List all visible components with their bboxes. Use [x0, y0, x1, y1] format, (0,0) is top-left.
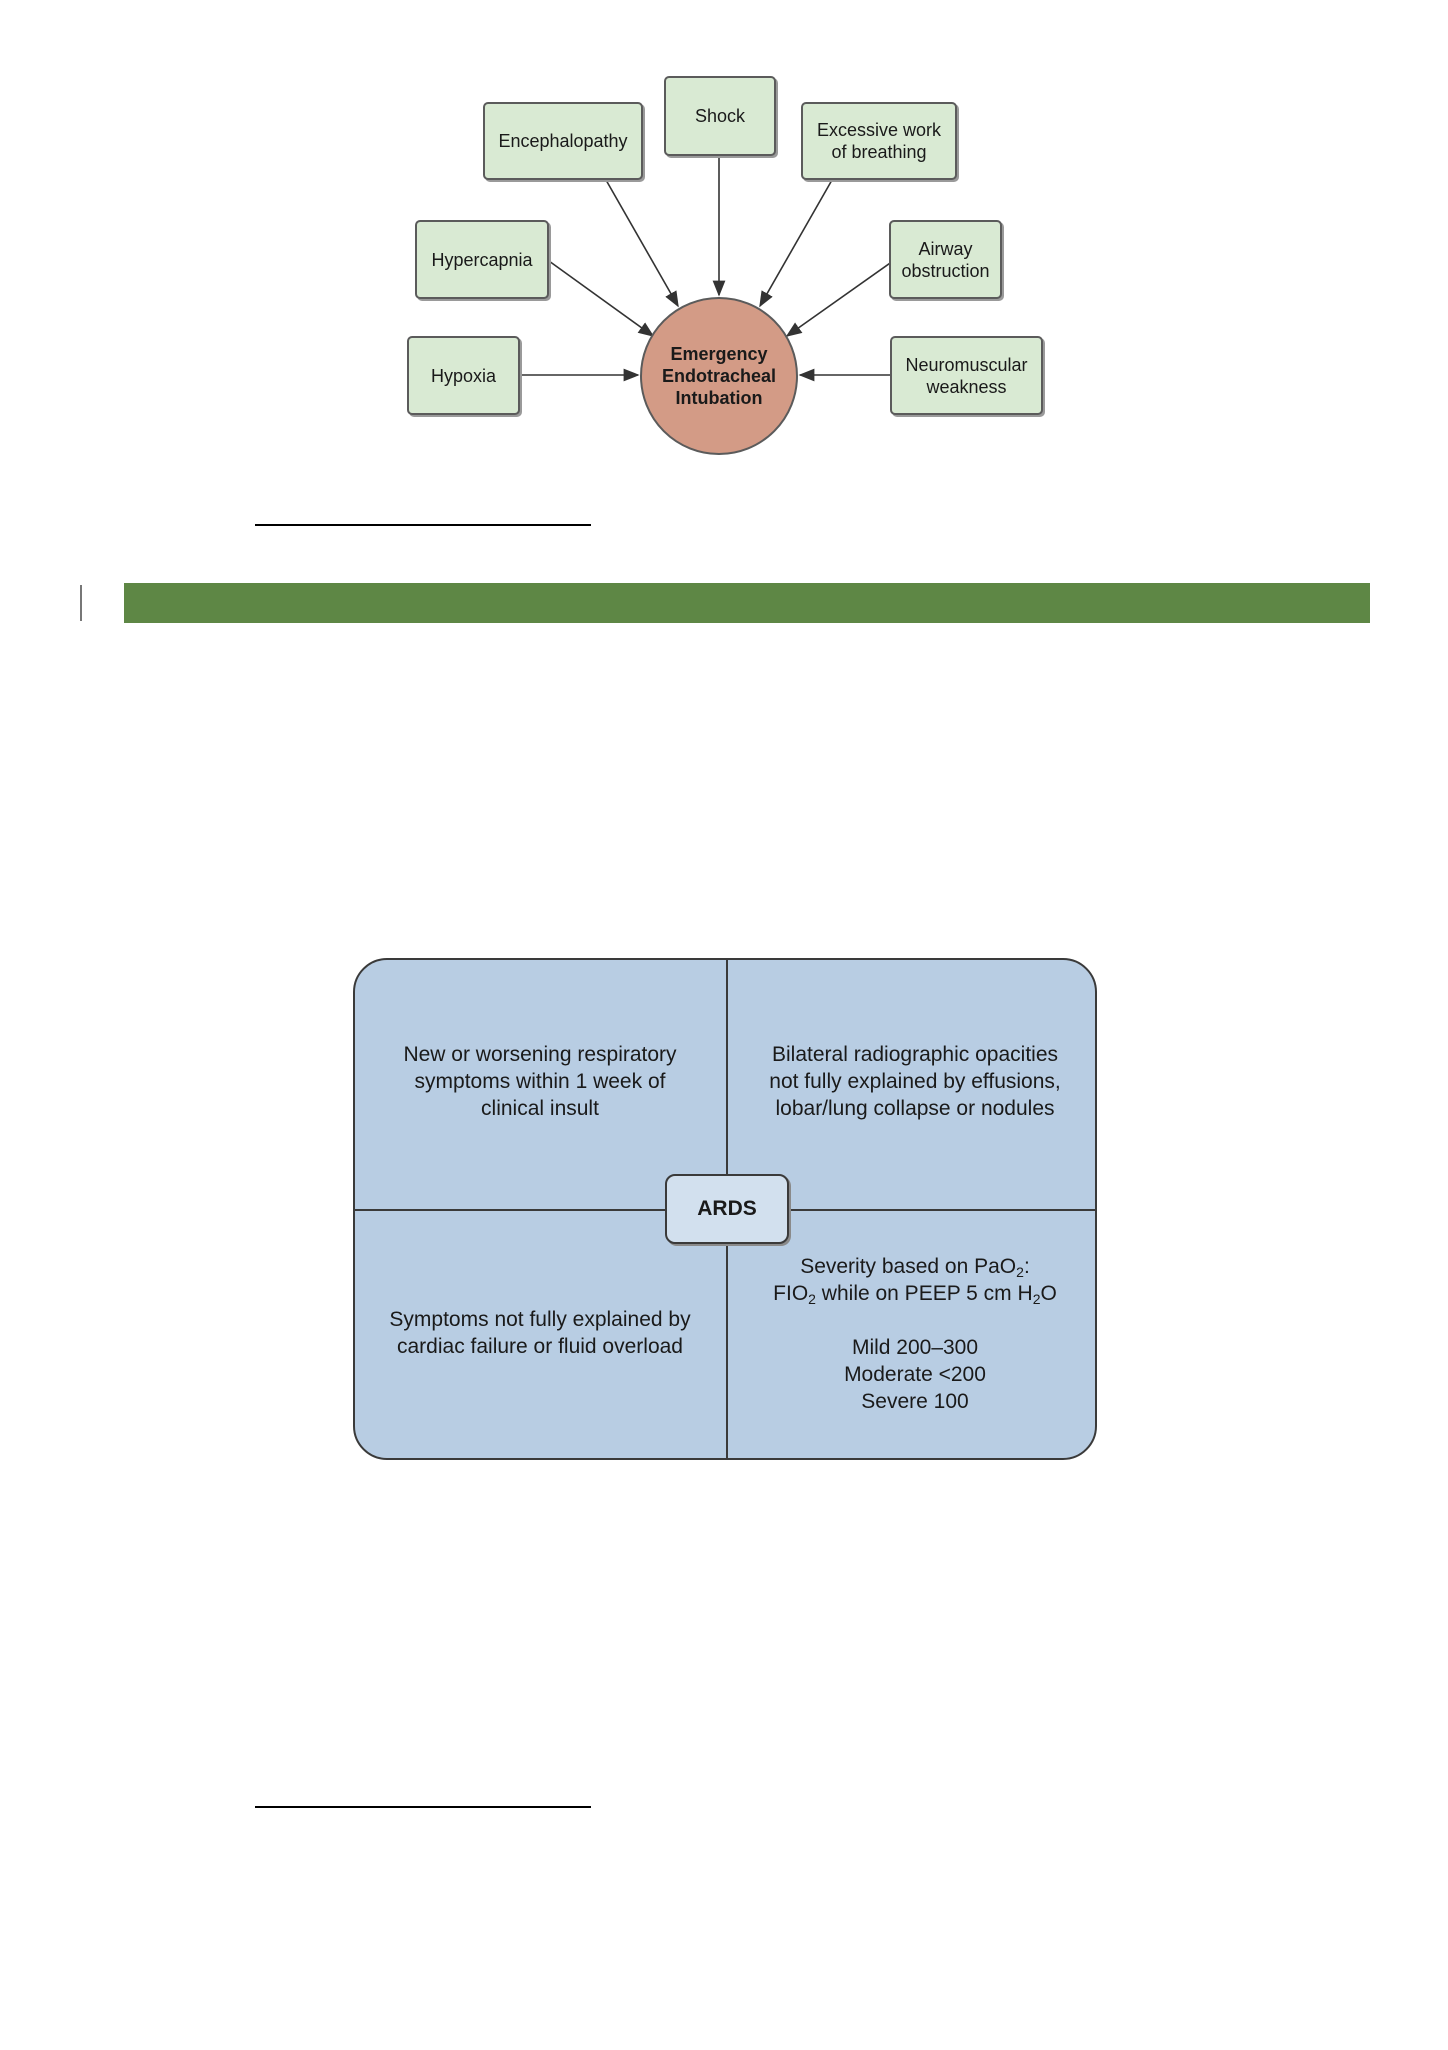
ards-center-text: ARDS: [697, 1197, 757, 1220]
severity-mild: Mild 200–300: [851, 1336, 979, 1359]
timing-line2: symptoms within 1 week of: [414, 1070, 666, 1093]
ards-quadrant-imaging: Bilateral radiographic opacities not ful…: [745, 1041, 1085, 1122]
node-shock-label: Shock: [694, 106, 746, 126]
ards-diagram: New or worsening respiratory symptoms wi…: [353, 958, 1097, 1460]
hub-emergency-intubation: Emergency Endotracheal Intubation: [640, 297, 798, 455]
margin-marker: [80, 585, 82, 621]
ards-quadrant-timing: New or worsening respiratory symptoms wi…: [375, 1041, 705, 1122]
severity-line2: FIO2 while on PEEP 5 cm H2O: [773, 1282, 1057, 1307]
airway-line2: obstruction: [901, 260, 990, 281]
intubation-diagram: Shock Encephalopathy Excessive work of b…: [0, 0, 1448, 470]
pao2-subscript: 2: [1016, 1264, 1024, 1280]
severity-suffix: :: [1023, 1255, 1030, 1278]
severity-moderate: Moderate <200: [844, 1363, 986, 1386]
section-header-bar: [124, 583, 1370, 623]
arrow-encephalopathy: [605, 179, 679, 308]
node-hypercapnia: Hypercapnia: [415, 220, 549, 299]
origin-line2: cardiac failure or fluid overload: [397, 1335, 683, 1358]
fio-end: O: [1040, 1282, 1057, 1305]
origin-line1: Symptoms not fully explained by: [389, 1308, 691, 1331]
timing-line3: clinical insult: [481, 1097, 599, 1120]
ards-quadrant-origin: Symptoms not fully explained by cardiac …: [375, 1306, 705, 1360]
severity-prefix: Severity based on PaO: [800, 1255, 1017, 1278]
neuromuscular-line2: weakness: [926, 376, 1007, 397]
imaging-line3: lobar/lung collapse or nodules: [775, 1097, 1055, 1120]
node-airway-label: Airway obstruction: [901, 238, 989, 282]
fio2-subscript: 2: [808, 1291, 816, 1307]
timing-line1: New or worsening respiratory: [403, 1043, 677, 1066]
excessive-work-line2: of breathing: [831, 142, 927, 162]
node-neuromuscular-weakness: Neuromuscular weakness: [890, 336, 1043, 415]
arrow-layer: [520, 156, 894, 382]
ards-center-label: ARDS: [665, 1174, 789, 1244]
hub-line3: Intubation: [675, 388, 763, 408]
footnote-rule-2: [255, 1806, 591, 1808]
node-airway-obstruction: Airway obstruction: [889, 220, 1002, 299]
arrow-airway: [785, 260, 894, 337]
node-neuromuscular-label: Neuromuscular weakness: [905, 354, 1027, 398]
neuromuscular-line1: Neuromuscular: [905, 354, 1028, 375]
node-hypoxia-label: Hypoxia: [430, 365, 497, 386]
node-encephalopathy: Encephalopathy: [483, 102, 643, 180]
imaging-line1: Bilateral radiographic opacities: [772, 1043, 1058, 1066]
ards-quadrant-severity: Severity based on PaO2: FIO2 while on PE…: [745, 1253, 1085, 1415]
airway-line1: Airway: [918, 238, 973, 259]
fio-mid: while on PEEP 5 cm H: [815, 1282, 1033, 1305]
excessive-work-line1: Excessive work: [816, 120, 942, 140]
arrow-excessive-work: [759, 179, 833, 308]
imaging-line2: not fully explained by effusions,: [769, 1070, 1061, 1093]
node-encephalopathy-label: Encephalopathy: [498, 131, 628, 151]
hub-line1: Emergency: [670, 344, 768, 364]
severity-line1: Severity based on PaO2:: [800, 1255, 1030, 1280]
hub-label: Emergency Endotracheal Intubation: [662, 343, 776, 409]
fio-prefix: FIO: [773, 1282, 809, 1305]
hub-line2: Endotracheal: [661, 366, 777, 386]
node-excessive-work-label: Excessive work of breathing: [817, 119, 941, 163]
node-shock: Shock: [664, 76, 776, 156]
node-hypercapnia-label: Hypercapnia: [431, 249, 533, 270]
node-excessive-work: Excessive work of breathing: [801, 102, 957, 180]
footnote-rule: [255, 524, 591, 526]
h2o-subscript: 2: [1032, 1291, 1041, 1307]
arrow-hypercapnia: [548, 260, 655, 337]
node-hypoxia: Hypoxia: [407, 336, 520, 415]
severity-severe: Severe 100: [861, 1390, 969, 1413]
